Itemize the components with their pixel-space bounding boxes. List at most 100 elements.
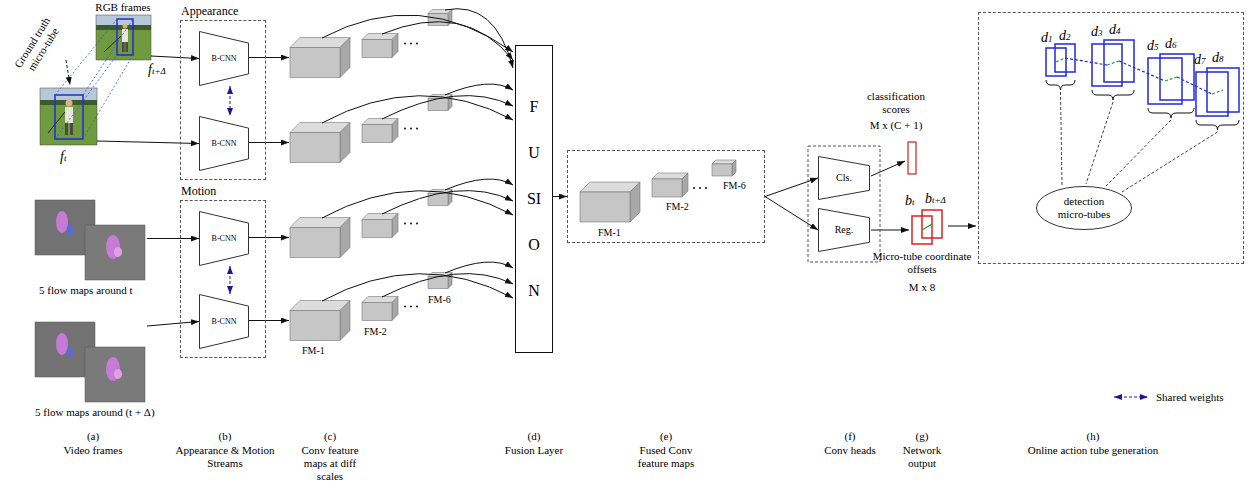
node-text: d1 [1041, 31, 1053, 46]
stream-group: AppearanceB-CNNB-CNN [180, 20, 266, 180]
feature-map-cube [290, 38, 350, 78]
video-frame [96, 15, 151, 25]
tube-link [1056, 58, 1065, 62]
flow-arrow [249, 57, 289, 58]
flow-arrow [249, 142, 289, 143]
connector [765, 197, 818, 231]
video-frame: ft [40, 88, 97, 145]
leader-line [1061, 92, 1063, 186]
connector [553, 196, 567, 197]
output-box [908, 142, 916, 174]
video-frame [65, 107, 73, 123]
caption: (c) [310, 430, 350, 443]
node-text: d8 [1212, 51, 1224, 66]
cnn-block: B-CNN [199, 294, 249, 349]
flow-arrow [249, 320, 289, 321]
flow-arrow [249, 9, 976, 321]
ellipsis-dots [705, 187, 707, 189]
caption: Network output [893, 444, 951, 470]
node-text: ft [60, 150, 66, 165]
tube-link [1165, 77, 1177, 81]
cnn-block: B-CNN [199, 211, 249, 266]
frame-link [55, 19, 133, 139]
leader-line [1061, 92, 1218, 192]
caption: (h) [1073, 430, 1113, 443]
box-label: bt+Δ [925, 192, 946, 207]
tube-link [1065, 58, 1107, 65]
legend-sample [1114, 397, 1148, 398]
connector [97, 141, 199, 144]
legend-text: Shared weights [1156, 391, 1224, 403]
node-text: d4 [1109, 23, 1121, 38]
caption: Conv feature maps at diff scales [291, 444, 369, 484]
video-frame: RGB framesft+Δ [96, 15, 151, 60]
node-text: FM-6 [723, 180, 746, 192]
video-frame [40, 88, 97, 145]
video-frame [122, 42, 125, 52]
ellipsis-dots [416, 223, 418, 225]
tube-box [1207, 68, 1239, 112]
node-text: detection micro-tubes [1049, 195, 1119, 221]
connector [147, 238, 199, 239]
pointer-arrow [66, 60, 70, 85]
caption: (d) [514, 430, 554, 443]
flow-map [56, 333, 68, 355]
node-text: FM-2 [666, 201, 689, 213]
node-text: FUSION [527, 84, 541, 314]
flow-arrow [322, 15, 513, 52]
ellipsis-dots [416, 306, 418, 308]
tube-link [1177, 77, 1212, 94]
ellipsis-dots [404, 43, 406, 45]
video-frame [48, 112, 65, 133]
node-text: Motion [181, 184, 216, 198]
flow-map [35, 200, 145, 402]
video-frame [96, 15, 151, 60]
trapezoid-outline [819, 209, 870, 252]
feature-map-cube [428, 10, 452, 26]
cnn-block: B-CNN [199, 116, 249, 171]
ellipsis-dots [416, 128, 418, 130]
ellipsis-dots [416, 43, 418, 45]
callout-ellipse: detection micro-tubes [1036, 186, 1132, 230]
pointer-arrow [66, 60, 70, 85]
tube-link [1107, 61, 1119, 65]
flow-map [114, 247, 122, 257]
ellipsis-dots [404, 223, 406, 225]
flow-arrow [871, 230, 909, 231]
trapezoid-outline [200, 295, 249, 349]
tube-box [1046, 40, 1239, 116]
ellipsis-dots [693, 187, 695, 189]
flow-arrow [249, 237, 289, 238]
flow-arrow [322, 191, 513, 218]
node-text: d2 [1059, 29, 1071, 44]
flow-map [67, 224, 73, 236]
video-frame [123, 24, 128, 29]
video-frame [104, 36, 121, 52]
node-text: Reg. [835, 224, 854, 236]
feature-map-cube [652, 173, 688, 197]
connector [151, 56, 199, 59]
caption: Video frames [48, 444, 138, 457]
video-frame [66, 100, 73, 107]
dashed-group-box [808, 146, 880, 262]
node-text: d6 [1165, 37, 1177, 52]
node-text: FM-1 [598, 227, 621, 239]
output-box [922, 210, 942, 238]
flow-arrow [445, 179, 513, 190]
node-text: 5 flow maps around t [39, 284, 132, 297]
ellipsis-dots [404, 306, 406, 308]
video-frame [117, 19, 133, 55]
stream-group: MotionB-CNNB-CNN [180, 200, 266, 358]
frame-link [83, 55, 133, 139]
brace [1148, 108, 1194, 118]
node-text: B-CNN [212, 139, 237, 149]
flow-arrow [382, 191, 513, 214]
leader-line [1122, 132, 1218, 192]
trapezoid-outline [819, 157, 870, 200]
node-text: d7 [1194, 53, 1206, 68]
conv-head: Cls. [818, 156, 870, 200]
flow-arrow [382, 96, 513, 119]
cnn-block: B-CNN [199, 31, 249, 86]
ellipsis-dots [404, 43, 707, 308]
